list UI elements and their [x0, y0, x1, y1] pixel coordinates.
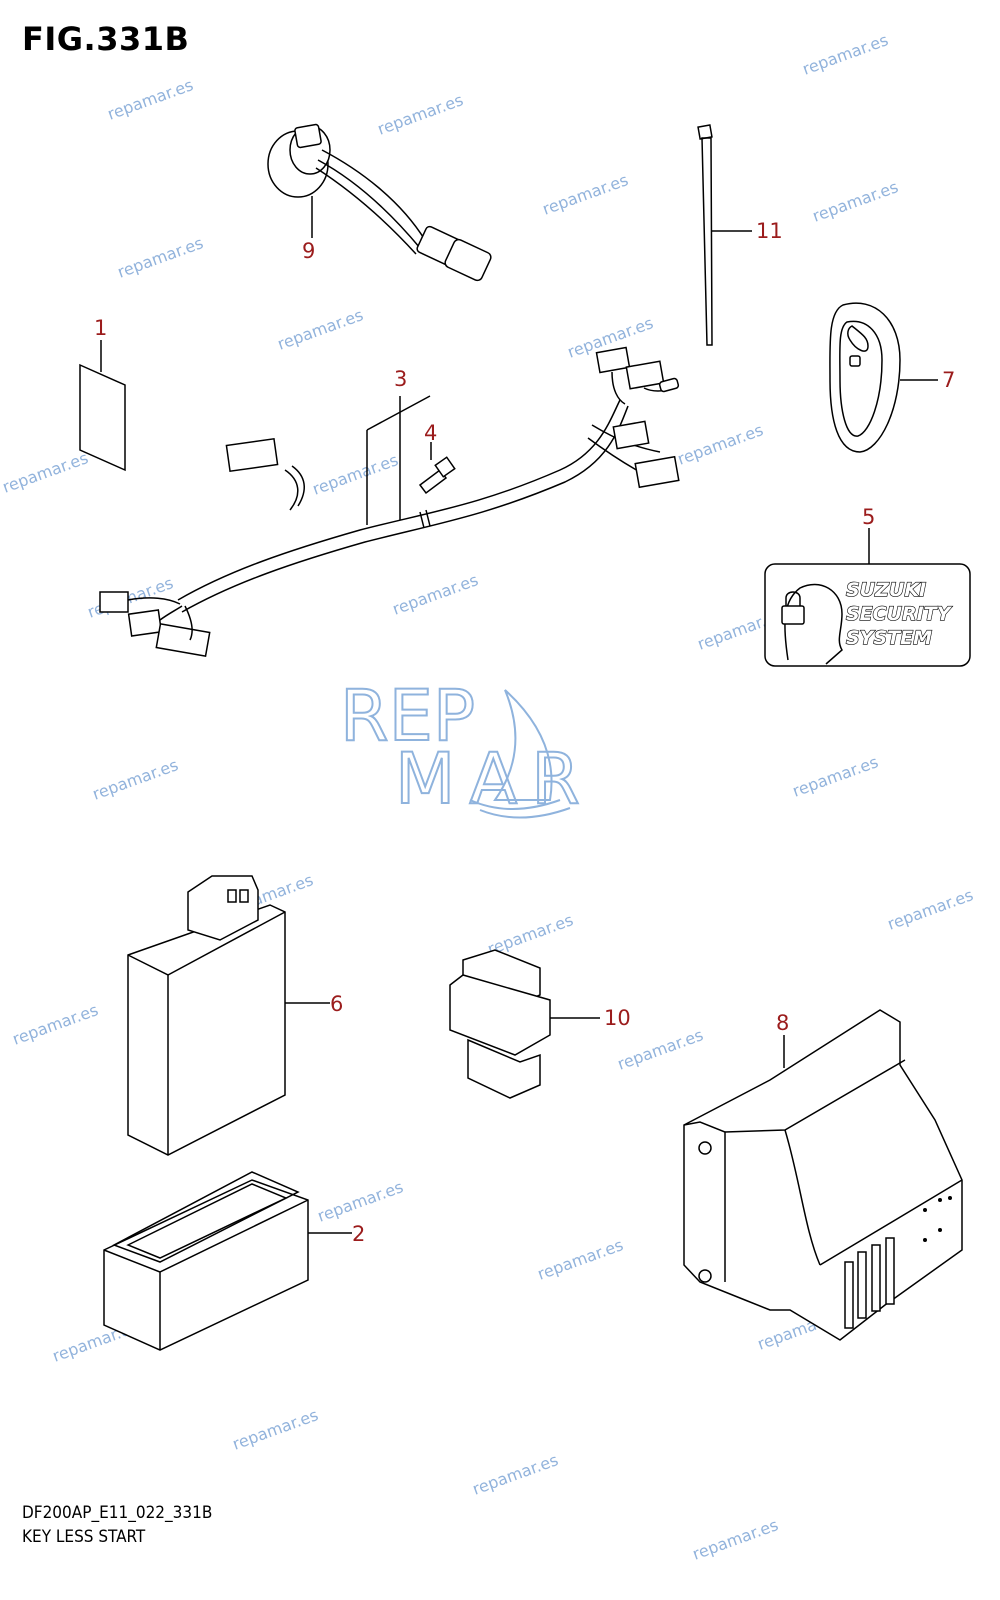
figure-code: DF200AP_E11_022_331B	[22, 1503, 213, 1523]
watermark-text: repamar.es	[885, 885, 976, 934]
repamar-logo: REP MAR	[339, 674, 581, 821]
part-2-tray	[103, 1171, 352, 1351]
watermark-text: repamar.es	[690, 1515, 781, 1564]
callout-5: 5	[862, 505, 875, 529]
watermark-text: repamar.es	[615, 1025, 706, 1074]
watermark-text: repamar.es	[105, 75, 196, 124]
watermark-text: repamar.es	[275, 305, 366, 354]
callout-8: 8	[776, 1011, 789, 1035]
part-9-harness	[267, 123, 492, 282]
part-7-key-fob	[829, 302, 938, 453]
watermark-text: repamar.es	[310, 450, 401, 499]
logo-line-1: REP	[340, 675, 475, 757]
watermark-text: repamar.es	[540, 170, 631, 219]
watermark-text: repamar.es	[375, 90, 466, 139]
part-3-main-harness	[99, 346, 680, 658]
watermark-text: repamar.es	[390, 570, 481, 619]
watermark-text: repamar.es	[790, 752, 881, 801]
callout-10: 10	[604, 1006, 631, 1030]
callout-1: 1	[94, 316, 107, 340]
callout-2: 2	[352, 1222, 365, 1246]
callout-11: 11	[756, 219, 783, 243]
watermark-text: repamar.es	[0, 448, 91, 497]
figure-name: KEY LESS START	[22, 1527, 146, 1547]
callout-4: 4	[424, 421, 437, 445]
sail-icon	[493, 689, 553, 801]
watermark-text: repamar.es	[800, 30, 891, 79]
part-1-card	[79, 340, 126, 472]
watermark-text: repamar.es	[90, 755, 181, 804]
part-5-label: SUZUKI SECURITY SYSTEM	[764, 528, 971, 667]
watermark-text: repamar.es	[810, 177, 901, 226]
watermark-text: repamar.es	[115, 233, 206, 282]
part-10-switch	[449, 949, 600, 1099]
watermark-text: repamar.es	[675, 420, 766, 469]
label-line-1: SUZUKI	[846, 579, 926, 601]
figure-title: FIG.331B	[22, 20, 190, 58]
callout-6: 6	[330, 992, 343, 1016]
part-8-bracket	[683, 1009, 963, 1341]
watermark-text: repamar.es	[315, 1177, 406, 1226]
callout-3: 3	[394, 367, 407, 391]
watermark-text: repamar.es	[230, 1405, 321, 1454]
part-6-module	[127, 875, 330, 1156]
watermark-text: repamar.es	[470, 1450, 561, 1499]
callout-7: 7	[942, 368, 955, 392]
label-line-2: SECURITY	[846, 603, 953, 625]
part-4-screw	[418, 442, 456, 495]
label-line-3: SYSTEM	[846, 627, 932, 649]
part-11-cable-tie	[697, 124, 752, 346]
watermark-text: repamar.es	[535, 1235, 626, 1284]
wave-icon	[469, 799, 571, 819]
watermark-text: repamar.es	[10, 1000, 101, 1049]
callout-9: 9	[302, 239, 315, 263]
